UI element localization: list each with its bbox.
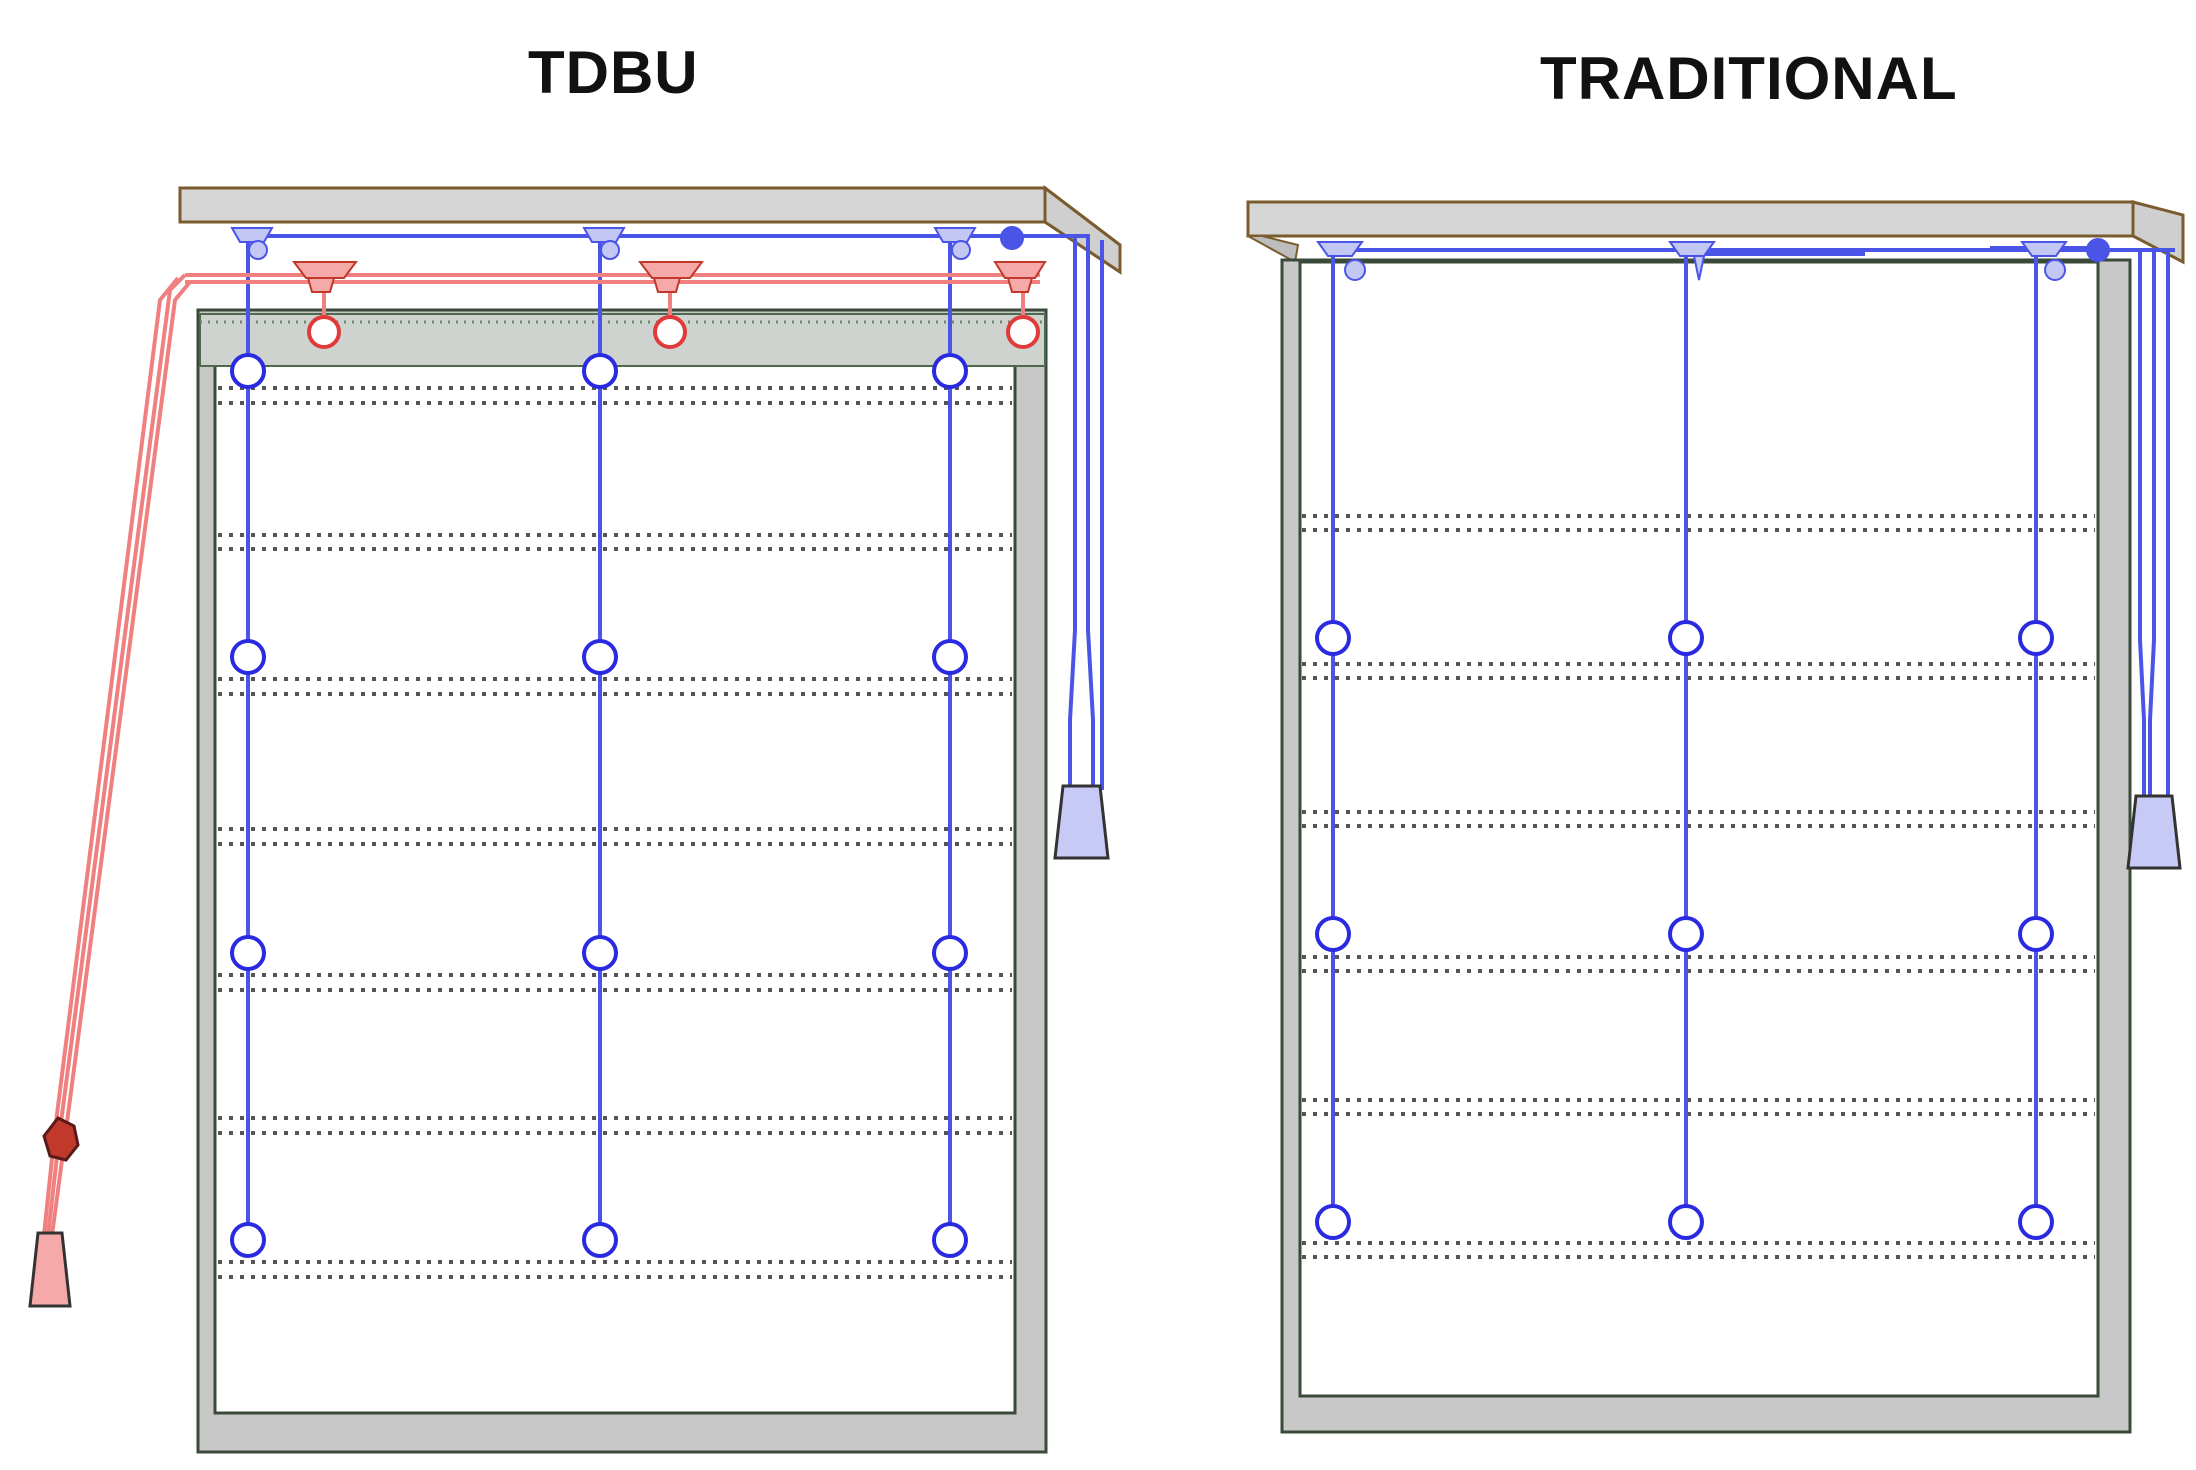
traditional-lift-rings <box>1315 620 2054 1240</box>
ring-icon <box>1315 916 1351 952</box>
cord-lock-icon <box>1000 226 1024 250</box>
tdbu-red-pulley-icons <box>292 261 1047 293</box>
tdbu-fabric-frame <box>196 308 1048 1454</box>
pulley-icon <box>292 261 358 293</box>
ring-icon <box>653 315 687 349</box>
ring-icon <box>307 315 341 349</box>
red-tassel-icon <box>28 1231 72 1308</box>
ring-icon <box>1668 1204 1704 1240</box>
traditional-fabric-frame <box>1280 258 2132 1434</box>
tdbu-red-rings <box>307 315 1040 349</box>
ring-icon <box>932 639 968 675</box>
ring-icon <box>932 1222 968 1258</box>
ring-icon <box>1668 620 1704 656</box>
cord-lock-icon <box>2086 238 2110 262</box>
tdbu-shade <box>28 184 1122 1454</box>
traditional-tassel-icon <box>2126 794 2182 870</box>
ring-icon <box>2018 1204 2054 1240</box>
tdbu-headrail <box>178 184 1122 275</box>
ring-icon <box>582 353 618 389</box>
pulley-icon <box>2020 241 2068 281</box>
ring-icon <box>1315 1204 1351 1240</box>
tdbu-lift-cords <box>246 234 1104 1242</box>
ring-icon <box>1315 620 1351 656</box>
pulley-icon <box>638 261 704 293</box>
ring-icon <box>230 1222 266 1258</box>
tdbu-fold-lines <box>218 386 1012 1279</box>
ring-icon <box>2018 916 2054 952</box>
ring-icon <box>582 1222 618 1258</box>
pulley-icon <box>582 227 626 260</box>
tdbu-red-cords <box>42 273 1040 1236</box>
ring-icon <box>230 639 266 675</box>
red-cord-lock-icon <box>42 1116 80 1162</box>
traditional-pulley-icons <box>1316 238 2110 281</box>
tdbu-blue-pulley-icons <box>230 226 1024 260</box>
ring-icon <box>2018 620 2054 656</box>
traditional-headrail <box>1246 200 2185 265</box>
ring-icon <box>582 935 618 971</box>
pulley-icon <box>933 227 977 260</box>
tdbu-title: TDBU <box>528 39 699 106</box>
pulley-icon <box>993 261 1047 293</box>
ring-icon <box>1006 315 1040 349</box>
ring-icon <box>932 935 968 971</box>
ring-icon <box>582 639 618 675</box>
ring-icon <box>230 935 266 971</box>
ring-icon <box>932 353 968 389</box>
pulley-icon <box>1316 241 1366 281</box>
pulley-icon <box>1668 241 1716 281</box>
traditional-title: TRADITIONAL <box>1540 45 1958 112</box>
tdbu-lift-rings <box>230 353 968 1258</box>
pulley-icon <box>230 227 274 260</box>
traditional-fold-lines <box>1302 514 2095 1259</box>
ring-icon <box>230 353 266 389</box>
ring-icon <box>1668 916 1704 952</box>
traditional-shade <box>1246 200 2185 1434</box>
blue-tassel-icon <box>1053 784 1110 860</box>
